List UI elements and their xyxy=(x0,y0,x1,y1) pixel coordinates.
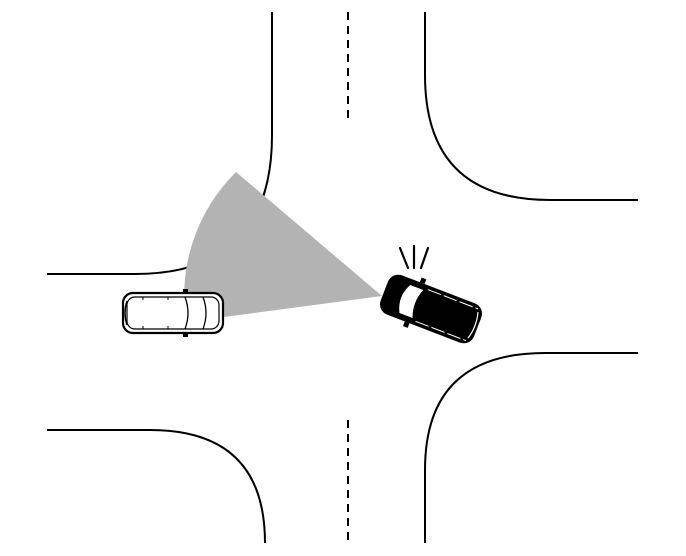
detected-vehicle xyxy=(380,274,482,344)
curb-bottom-left xyxy=(47,429,266,544)
curb-top-right xyxy=(424,12,638,201)
own-vehicle xyxy=(121,289,225,337)
sensor-detection-zone xyxy=(184,172,382,322)
alert-signal-icon xyxy=(398,244,430,270)
curb-bottom-right xyxy=(424,352,638,543)
